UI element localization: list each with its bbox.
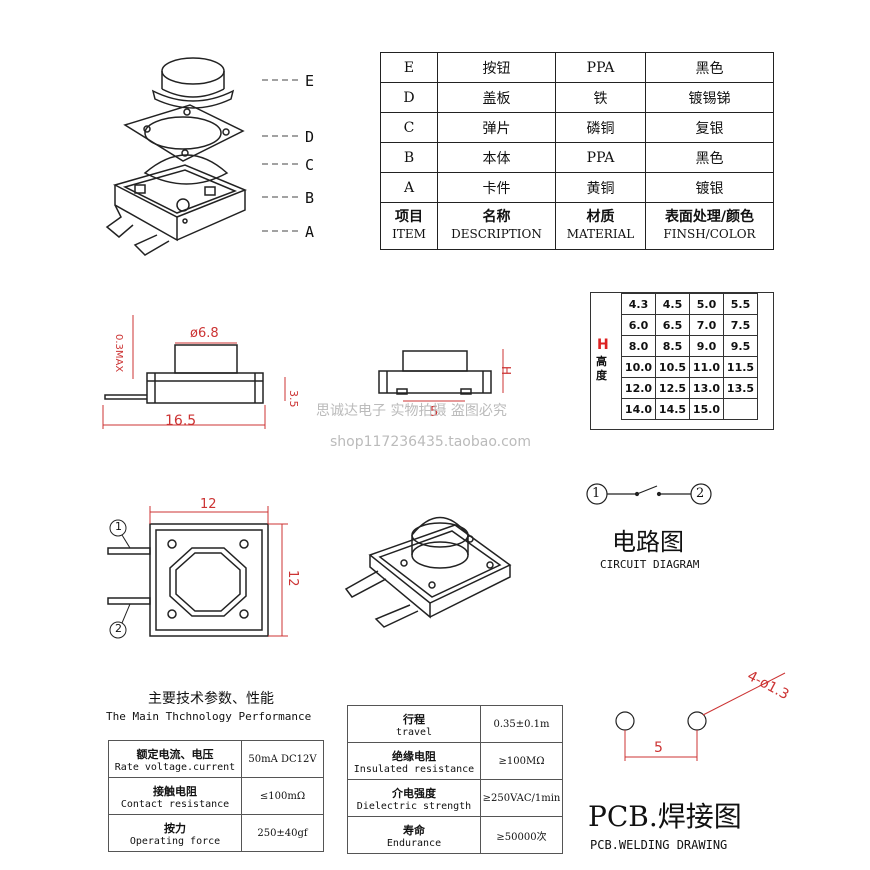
table-row: D 盖板 铁 镀锡锑	[380, 82, 774, 113]
pcb-title-en: PCB.WELDING DRAWING	[590, 838, 728, 852]
label-c: C	[305, 156, 315, 174]
circuit-node-2: 2	[696, 486, 705, 501]
pin-1-label: 1	[115, 520, 122, 533]
label-b: B	[305, 189, 315, 207]
circuit-node-1: 1	[592, 486, 601, 501]
pcb-hole-drawing	[615, 672, 786, 761]
label-d: D	[305, 128, 315, 146]
circuit-diagram	[586, 483, 712, 505]
dim-height: 3.5	[287, 390, 300, 408]
perf-title-en: The Main Thchnology Performance	[106, 710, 312, 723]
materials-table: E 按钮 PPA 黑色 D 盖板 铁 镀锡锑 C 弹片 磷铜 复银 B 本体 P…	[380, 52, 774, 250]
dim-length: 16.5	[165, 413, 197, 429]
table-row: C 弹片 磷铜 复银	[380, 112, 774, 143]
top-view-drawing	[107, 506, 288, 639]
pcb-title: PCB.焊接图	[588, 800, 742, 833]
dim-h: H	[499, 366, 513, 376]
pin-2-label: 2	[115, 622, 122, 635]
isometric-view-drawing	[344, 516, 512, 628]
dim-top-height: 12	[285, 570, 300, 587]
circuit-title-cn: 电路图	[612, 528, 684, 556]
height-letter: H	[597, 337, 609, 353]
height-label: 高度	[596, 355, 607, 382]
circuit-title-en: CIRCUIT DIAGRAM	[600, 558, 700, 571]
table-row: A 卡件 黄铜 镀银	[380, 172, 774, 203]
dim-top-width: 12	[200, 497, 217, 512]
table-row: B 本体 PPA 黑色	[380, 142, 774, 173]
exploded-leader-lines	[262, 79, 300, 232]
watermark-shop-name: 思诚达电子 实物拍摄 盗图必究	[316, 403, 507, 419]
label-e: E	[305, 72, 315, 90]
pcb-pitch-dim: 5	[654, 740, 663, 756]
dim-pitch-front: 5	[430, 405, 439, 420]
dim-max: 0.3MAX	[113, 334, 124, 373]
exploded-view-drawing	[105, 57, 247, 256]
side-view-drawing	[102, 315, 286, 429]
label-a: A	[305, 223, 315, 241]
watermark-shop-url: shop117236435.taobao.com	[330, 434, 532, 450]
front-view-drawing	[378, 349, 504, 402]
perf-title-cn: 主要技术参数、性能	[148, 691, 274, 707]
table-row: E 按钮 PPA 黑色	[380, 52, 774, 83]
dim-diameter: ø6.8	[190, 326, 219, 341]
